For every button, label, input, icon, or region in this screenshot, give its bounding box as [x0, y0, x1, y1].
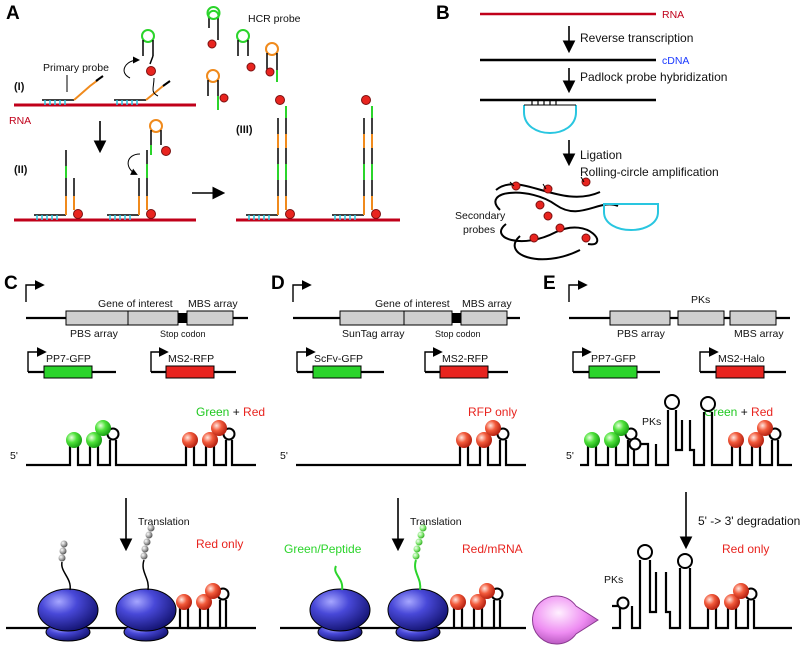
rfp-only-label-d: RFP only — [468, 405, 517, 419]
translating-mrna-d — [280, 524, 526, 642]
mbs-label-c: MBS array — [188, 298, 238, 310]
mbs-label-e: MBS array — [734, 328, 784, 340]
ms2-halo-label-e: MS2-Halo — [718, 353, 765, 365]
mrna-c — [26, 420, 256, 467]
stop-label-d: Stop codon — [435, 329, 481, 339]
pks-label-e2: PKs — [642, 416, 661, 428]
hcr-assembly-ii-right — [107, 119, 171, 220]
ms2-rfp-label-c: MS2-RFP — [168, 353, 214, 365]
red-only-label-e: Red only — [722, 542, 769, 556]
primary-probe-i-bound — [114, 29, 171, 105]
panel-label-a: A — [6, 3, 20, 24]
pbs-label-c: PBS array — [70, 328, 119, 340]
mbs-label-d: MBS array — [462, 298, 512, 310]
step-i-label: (I) — [14, 81, 25, 93]
degrading-mrna-e — [612, 544, 792, 630]
green-red-c: Green + Red — [196, 405, 265, 419]
rca-label: Rolling-circle amplification — [580, 165, 719, 179]
secondary-label-1: Secondary — [455, 210, 506, 222]
rna-label-a: RNA — [9, 115, 31, 127]
panel-label-d: D — [271, 273, 285, 294]
five-prime-c: 5' — [10, 450, 18, 462]
rna-label-b: RNA — [662, 9, 684, 21]
hcr-probes — [206, 6, 279, 110]
scfv-gfp-label-d: ScFv-GFP — [314, 353, 363, 365]
red-only-label-c: Red only — [196, 537, 243, 551]
goi-label-d: Gene of interest — [375, 298, 450, 310]
hcr-probe-label: HCR probe — [248, 13, 301, 25]
green-peptide-label-d: Green/Peptide — [284, 542, 362, 556]
primary-probe-i — [42, 75, 104, 105]
step-iii-label: (III) — [236, 124, 253, 136]
reporter-ms2-rfp-c — [150, 347, 236, 379]
stop-label-c: Stop codon — [160, 329, 206, 339]
reporter-ms2-halo-e — [699, 347, 786, 379]
pp7-gfp-label-e: PP7-GFP — [591, 353, 636, 365]
rt-label: Reverse transcription — [580, 31, 693, 45]
reporter-scfv-gfp-d — [296, 347, 384, 379]
step-ii-label: (II) — [14, 164, 28, 176]
hcr-polymer-iii-left — [246, 95, 295, 220]
panel-label-e: E — [543, 273, 556, 294]
pks-label-e: PKs — [691, 294, 710, 306]
translating-mrna-c — [6, 524, 256, 642]
construct-c — [25, 280, 248, 326]
padlock-label: Padlock probe hybridization — [580, 70, 727, 84]
panel-label-b: B — [436, 3, 450, 24]
five-prime-d: 5' — [280, 450, 288, 462]
five-prime-e: 5' — [566, 450, 574, 462]
pbs-label-e: PBS array — [617, 328, 666, 340]
ms2-rfp-label-d: MS2-RFP — [442, 353, 488, 365]
mrna-e — [580, 394, 792, 467]
exonuclease-pacman — [532, 595, 599, 645]
translation-label-c: Translation — [138, 516, 190, 528]
panel-label-c: C — [4, 273, 18, 294]
degradation-label-e: 5' -> 3' degradation — [698, 514, 800, 528]
pp7-gfp-label-c: PP7-GFP — [46, 353, 91, 365]
ligation-label: Ligation — [580, 148, 622, 162]
reporter-pp7-gfp-c — [27, 347, 116, 379]
hcr-assembly-ii-left — [34, 150, 83, 220]
reporter-ms2-rfp-d — [424, 347, 508, 379]
cdna-label-b: cDNA — [662, 55, 689, 67]
mrna-d — [296, 420, 526, 467]
reporter-pp7-gfp-e — [572, 347, 660, 379]
red-mrna-label-d: Red/mRNA — [462, 542, 523, 556]
pks-label-e3: PKs — [604, 574, 623, 586]
goi-label-c: Gene of interest — [98, 298, 173, 310]
secondary-label-2: probes — [463, 224, 495, 236]
primary-probe-label: Primary probe — [43, 62, 109, 74]
hcr-polymer-iii-right — [332, 95, 381, 220]
construct-d — [292, 280, 520, 326]
padlock-released — [603, 203, 659, 231]
rca-product — [494, 176, 619, 261]
construct-e — [568, 280, 790, 326]
translation-label-d: Translation — [410, 516, 462, 528]
padlock-probe — [523, 100, 577, 134]
suntag-label-d: SunTag array — [342, 328, 405, 340]
